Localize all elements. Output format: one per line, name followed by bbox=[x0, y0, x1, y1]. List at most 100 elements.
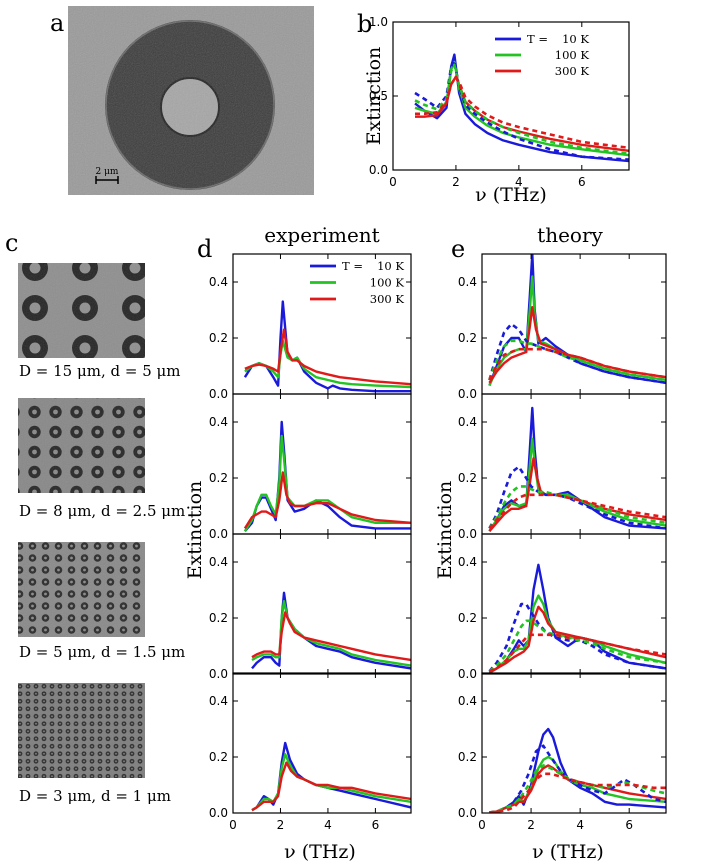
column-title-theory: theory bbox=[537, 223, 603, 247]
legend-label: 10 K bbox=[562, 32, 589, 46]
series-100-k bbox=[243, 434, 411, 532]
y-tick-label: 0.0 bbox=[458, 527, 477, 541]
axes-frame bbox=[232, 672, 412, 814]
legend-label: 300 K bbox=[370, 292, 405, 306]
series-300-k-fit bbox=[489, 772, 666, 813]
legend-label: 100 K bbox=[555, 48, 590, 62]
y-tick-label: 0.0 bbox=[209, 527, 228, 541]
y-tick-label: 0.2 bbox=[458, 611, 477, 625]
scale-bar: 2 μm bbox=[95, 167, 119, 184]
series-300-k-fit bbox=[488, 633, 666, 673]
x-tick-label: 4 bbox=[515, 175, 523, 189]
y-tick-label: 0.2 bbox=[458, 471, 477, 485]
sample-image-3 bbox=[18, 542, 145, 637]
panel-letter-b: b bbox=[357, 10, 372, 38]
y-tick-label: 0.2 bbox=[209, 611, 228, 625]
panel-letter-c: c bbox=[5, 229, 18, 257]
legend-prefix: T = bbox=[527, 32, 548, 46]
scale-bar-label: 2 μm bbox=[96, 167, 119, 177]
series-10-k bbox=[488, 254, 666, 387]
y-tick-label: 0.2 bbox=[458, 331, 477, 345]
y-tick-label: 0.4 bbox=[209, 694, 228, 708]
chart-e-3: 0.0 0.2 0.4 bbox=[458, 533, 667, 681]
sample-image-1 bbox=[18, 263, 145, 358]
series-100-k bbox=[488, 437, 666, 532]
y-tick-label: 0.0 bbox=[209, 806, 228, 820]
legend-label: 100 K bbox=[370, 276, 405, 290]
chart-e-2: 0.0 0.2 0.4 bbox=[458, 393, 667, 541]
axes-frame bbox=[392, 21, 630, 171]
series-10-k bbox=[414, 53, 629, 163]
y-tick-label: 0.4 bbox=[458, 694, 477, 708]
y-tick-label: 0.0 bbox=[458, 387, 477, 401]
series-300-k-fit bbox=[488, 347, 666, 381]
series-300-k bbox=[244, 328, 411, 386]
column-title-experiment: experiment bbox=[264, 223, 379, 247]
series-100-k-fit bbox=[488, 485, 666, 530]
x-tick-label: 4 bbox=[576, 818, 584, 832]
y-tick-label: 0.4 bbox=[209, 555, 228, 569]
x-tick-label: 2 bbox=[452, 175, 460, 189]
series-300-k bbox=[488, 306, 666, 384]
x-tick-label: 6 bbox=[372, 818, 380, 832]
legend-label: 300 K bbox=[555, 64, 590, 78]
y-tick-label: 0.0 bbox=[369, 163, 388, 177]
y-tick-label: 0.2 bbox=[209, 331, 228, 345]
axes-frame bbox=[232, 533, 412, 675]
series-300-k-fit bbox=[488, 493, 666, 530]
chart-d-4: 0.0 0.2 0.4 0 2 4 6 bbox=[209, 672, 412, 832]
x-tick-label: 6 bbox=[625, 818, 633, 832]
y-tick-label: 0.4 bbox=[458, 275, 477, 289]
chart-e-1: 0.0 0.2 0.4 bbox=[458, 253, 667, 401]
y-tick-label: 0.5 bbox=[369, 89, 388, 103]
x-tick-label: 4 bbox=[324, 818, 332, 832]
series-300-k bbox=[489, 764, 666, 813]
series-100-k-fit bbox=[488, 619, 666, 673]
legend-label: 10 K bbox=[377, 259, 404, 273]
sample-caption-3: D = 5 μm, d = 1.5 μm bbox=[19, 643, 185, 661]
series-100-k-fit bbox=[489, 764, 666, 813]
axes-frame bbox=[481, 672, 667, 814]
legend-prefix: T = bbox=[342, 259, 363, 273]
series-10-k bbox=[243, 300, 411, 393]
xlabel-b: ν (THz) bbox=[475, 184, 547, 206]
series-10-k-fit bbox=[489, 744, 666, 813]
y-tick-label: 0.2 bbox=[209, 471, 228, 485]
y-tick-label: 0.4 bbox=[209, 415, 228, 429]
ylabel-b: Extinction bbox=[363, 47, 385, 146]
sample-caption-4: D = 3 μm, d = 1 μm bbox=[19, 787, 171, 805]
legend: T = 10 K 100 K 300 K bbox=[495, 32, 589, 78]
sample-image-4 bbox=[18, 683, 145, 778]
y-tick-label: 0.2 bbox=[209, 750, 228, 764]
ylabel-d: Extinction bbox=[184, 481, 206, 580]
sample-image-2 bbox=[18, 398, 145, 493]
y-tick-label: 0.2 bbox=[458, 750, 477, 764]
series-300-k bbox=[251, 761, 411, 812]
series-300-k bbox=[251, 611, 411, 662]
x-tick-label: 2 bbox=[277, 818, 285, 832]
series-10-k-fit bbox=[414, 59, 629, 161]
sample-caption-2: D = 8 μm, d = 2.5 μm bbox=[19, 502, 185, 520]
y-tick-label: 0.4 bbox=[458, 555, 477, 569]
series-300-k bbox=[243, 471, 411, 530]
series-100-k-fit bbox=[414, 63, 629, 155]
legend: T = 10 K 100 K 300 K bbox=[310, 259, 404, 306]
x-tick-label: 0 bbox=[389, 175, 397, 189]
x-tick-label: 0 bbox=[229, 818, 237, 832]
panel-letter-a: a bbox=[50, 9, 64, 37]
xlabel-e: ν (THz) bbox=[532, 841, 604, 863]
y-tick-label: 0.0 bbox=[458, 667, 477, 681]
series-100-k bbox=[488, 275, 666, 387]
x-tick-label: 0 bbox=[478, 818, 486, 832]
xlabel-d: ν (THz) bbox=[284, 841, 356, 863]
x-tick-label: 6 bbox=[578, 175, 586, 189]
chart-d-2: 0.0 0.2 0.4 bbox=[209, 393, 412, 541]
sample-caption-1: D = 15 μm, d = 5 μm bbox=[19, 362, 180, 380]
y-tick-label: 0.4 bbox=[458, 415, 477, 429]
y-tick-label: 0.4 bbox=[209, 275, 228, 289]
